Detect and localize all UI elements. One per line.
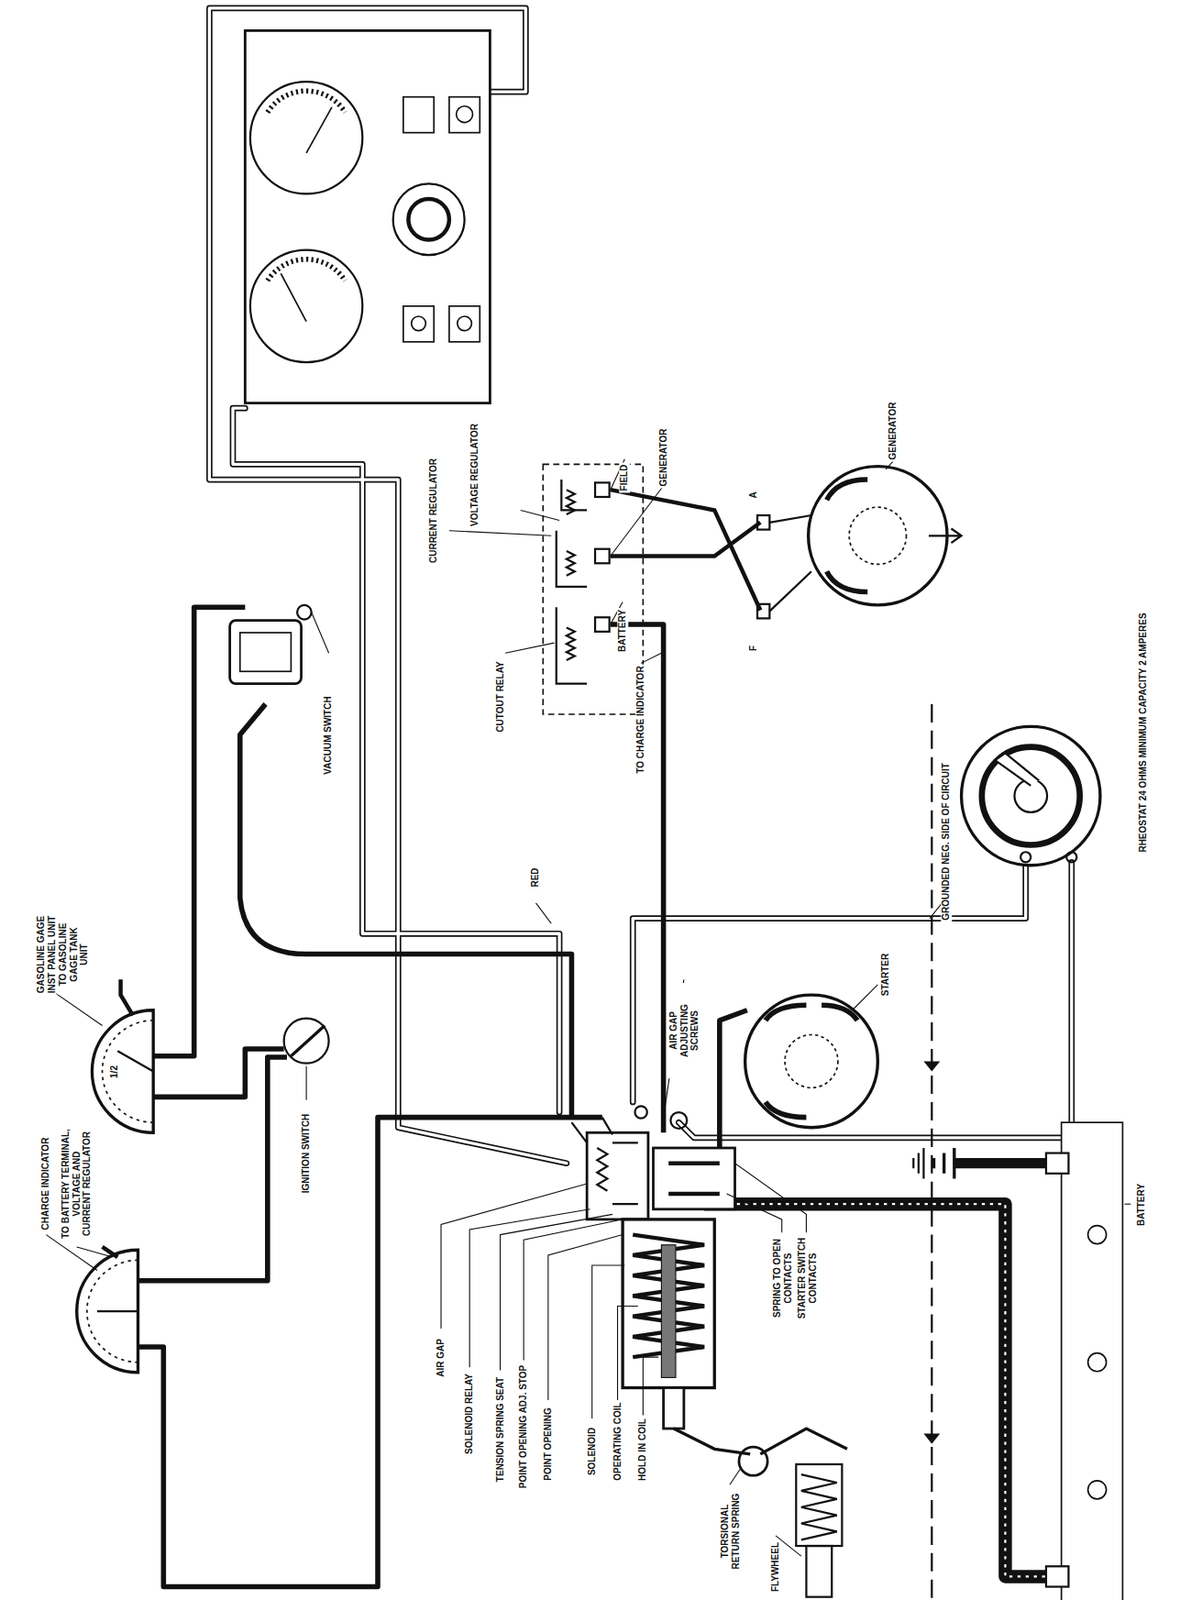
part-label: CUTOUT RELAY: [495, 660, 507, 735]
part-label: AIR GAP: [435, 1336, 447, 1379]
part-label: BATTERY: [617, 607, 629, 654]
part-label: IGNITION SWITCH: [300, 1112, 312, 1196]
part-label: VACUUM SWITCH: [323, 694, 335, 776]
part-label: POINT OPENING ADJ. STOP: [518, 1363, 530, 1490]
part-label: SOLENOID: [586, 1425, 598, 1478]
part-label: A: [748, 489, 760, 500]
part-label: VOLTAGE REGULATOR: [469, 421, 481, 529]
part-label: TENSION SPRING SEAT: [495, 1375, 507, 1484]
part-label: 1/2: [109, 1063, 121, 1081]
part-label: CURRENT REGULATOR: [428, 456, 440, 565]
part-label: RED: [530, 866, 542, 890]
part-label: STARTER: [881, 951, 893, 998]
part-label: F: [748, 643, 760, 653]
part-label: GENERATOR: [887, 399, 899, 462]
part-label: AIR GAP ADJUSTING SCREWS: [668, 982, 701, 1079]
part-label: STARTER SWITCH CONTACTS: [795, 1235, 817, 1321]
part-label: OPERATING COIL: [612, 1400, 624, 1482]
part-label: GROUNDED NEG. SIDE OF CIRCUIT: [940, 761, 952, 924]
part-label: POINT OPENING: [542, 1406, 554, 1483]
part-label: FIELD: [619, 463, 631, 494]
part-label: GASOLINE GAGE INST PANEL UNIT: [35, 906, 57, 1003]
part-label: RHEOSTAT 24 OHMS MINIMUM CAPACITY 2 AMPE…: [1137, 611, 1149, 855]
part-label: SOLENOID RELAY: [463, 1371, 475, 1456]
part-label: TO GASOLINE GAGE TANK UNIT: [57, 914, 90, 994]
part-label: TORSIONAL RETURN SPRING: [719, 1486, 741, 1578]
part-label: FLYWHEEL: [770, 1540, 782, 1594]
part-label: GENERATOR: [658, 426, 670, 488]
part-label: TO BATTERY TERMINAL, VOLTAGE AND CURRENT…: [60, 1125, 93, 1242]
part-label: TO CHARGE INDICATOR: [635, 663, 647, 775]
part-label: HOLD IN COIL: [638, 1416, 650, 1483]
part-label: CHARGE INDICATOR: [40, 1135, 52, 1233]
part-label: SPRING TO OPEN CONTACTS: [771, 1235, 793, 1321]
part-label: BATTERY: [1135, 1181, 1147, 1228]
